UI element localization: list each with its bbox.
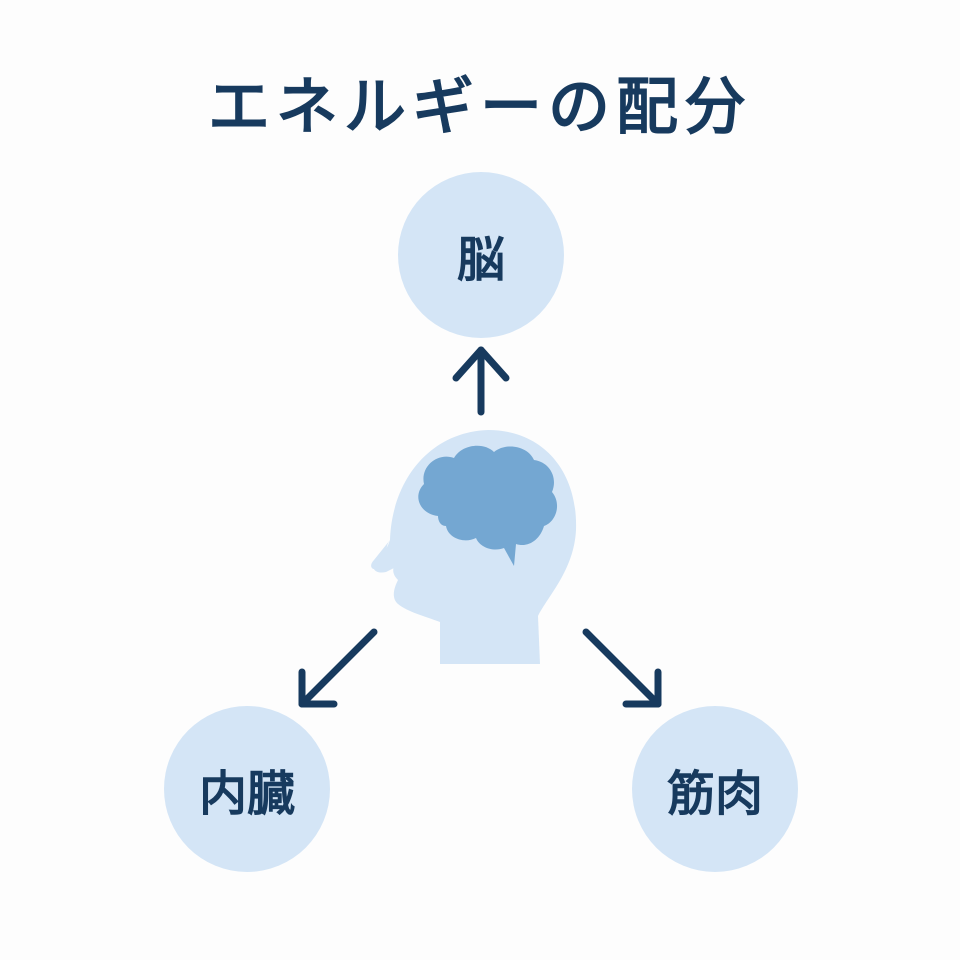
node-muscles-label: 筋肉: [666, 766, 763, 822]
node-internal-organs-label: 内臓: [198, 766, 295, 822]
arrow-to-left: [298, 628, 378, 708]
arrow-to-top: [452, 346, 510, 416]
arrow-to-right: [582, 628, 662, 708]
head-with-brain-icon: [371, 430, 577, 664]
brain-shape: [418, 445, 558, 566]
node-internal-organs: 内臓: [164, 706, 330, 872]
node-brain-label: 脳: [456, 232, 505, 288]
diagram-title: エネルギーの配分: [207, 70, 752, 143]
head-face-profile: [373, 536, 398, 573]
node-muscles: 筋肉: [632, 706, 798, 872]
node-brain: 脳: [398, 172, 564, 338]
